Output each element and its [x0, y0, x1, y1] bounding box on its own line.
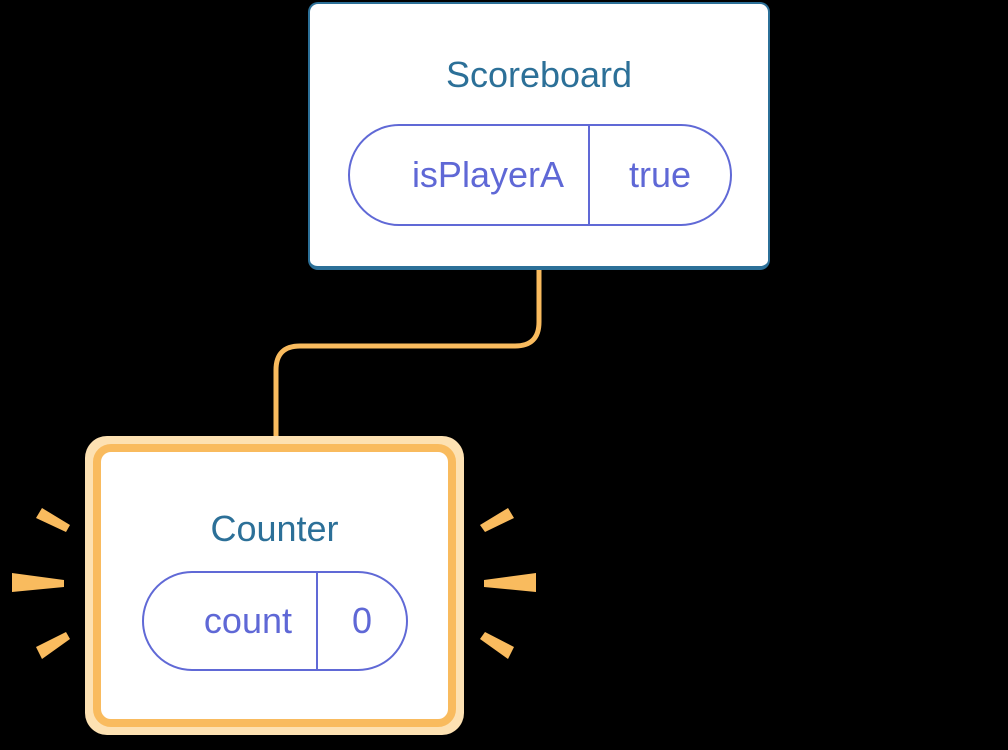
state-value: true	[628, 154, 692, 195]
counter-node: Counter count 0	[93, 444, 456, 727]
state-pill: count 0	[142, 571, 408, 671]
node-title: Scoreboard	[445, 54, 633, 95]
scoreboard-node: Scoreboard isPlayerA true	[308, 2, 770, 270]
state-value: 0	[351, 600, 373, 641]
parent-child-connector	[273, 270, 542, 440]
state-key: isPlayerA	[350, 126, 590, 224]
node-title: Counter	[210, 508, 339, 549]
state-key: count	[144, 573, 318, 669]
state-pill: isPlayerA true	[348, 124, 732, 226]
highlight-sparkle-icon	[12, 508, 536, 659]
